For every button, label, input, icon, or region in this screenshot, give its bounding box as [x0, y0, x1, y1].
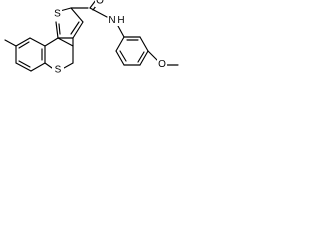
ring-sulfur-label: S	[55, 65, 62, 76]
bond-benzene-2	[29, 37, 46, 47]
amide-nitrogen-label-bg	[108, 15, 125, 26]
chemical-structure-drawing: S O N H S O	[4, 0, 179, 76]
amide-hydrogen-label: H	[117, 15, 124, 26]
bond-benzene-1	[15, 37, 31, 47]
thiophene-sulfur-label: S	[54, 9, 61, 20]
amide-oxygen-label-bg	[95, 0, 104, 7]
molecule-diagram: S O N H S O	[0, 0, 182, 109]
bond-thiopyran-1	[44, 37, 59, 47]
bond-phenyl-6	[115, 36, 125, 52]
thiophene-sulfur-label-bg	[53, 8, 62, 19]
bond-phenyl-double-3	[119, 50, 127, 62]
bond-thiopyran-2	[57, 37, 74, 47]
bond-methyl	[4, 39, 17, 47]
amide-nitrogen-label: N	[108, 15, 115, 26]
bond-benzene-5	[15, 62, 32, 72]
bond-phenyl-3	[139, 50, 149, 66]
bond-phenyl-2	[139, 36, 149, 52]
bond-aryl-o	[147, 50, 159, 62]
ether-oxygen-label: O	[158, 59, 166, 70]
bond-amide-c-n	[89, 7, 108, 18]
bond-thiopyran-4	[63, 62, 74, 69]
bond-thiophene-4	[72, 21, 84, 39]
bond-n-aryl	[117, 25, 125, 38]
bond-thiophene-double-2	[58, 23, 61, 35]
bond-benzene-double-3	[18, 60, 31, 68]
bond-phenyl-double-2	[137, 51, 145, 63]
bond-benzene-4	[30, 62, 46, 72]
amide-oxygen-label: O	[96, 0, 104, 7]
bond-phenyl-5	[115, 50, 125, 66]
bond-thiophene-double-1	[70, 21, 80, 35]
bond-thiophene-3	[70, 7, 84, 23]
ring-sulfur-label-bg	[52, 64, 64, 76]
bond-thiophene-1	[55, 21, 59, 39]
bond-benzene-double-1	[18, 41, 30, 49]
bond-thiopyran-5	[44, 62, 53, 69]
ether-oxygen-label-bg	[157, 59, 167, 70]
atom-label-layer: S O N H S O	[52, 0, 167, 76]
bond-layer	[4, 0, 179, 72]
